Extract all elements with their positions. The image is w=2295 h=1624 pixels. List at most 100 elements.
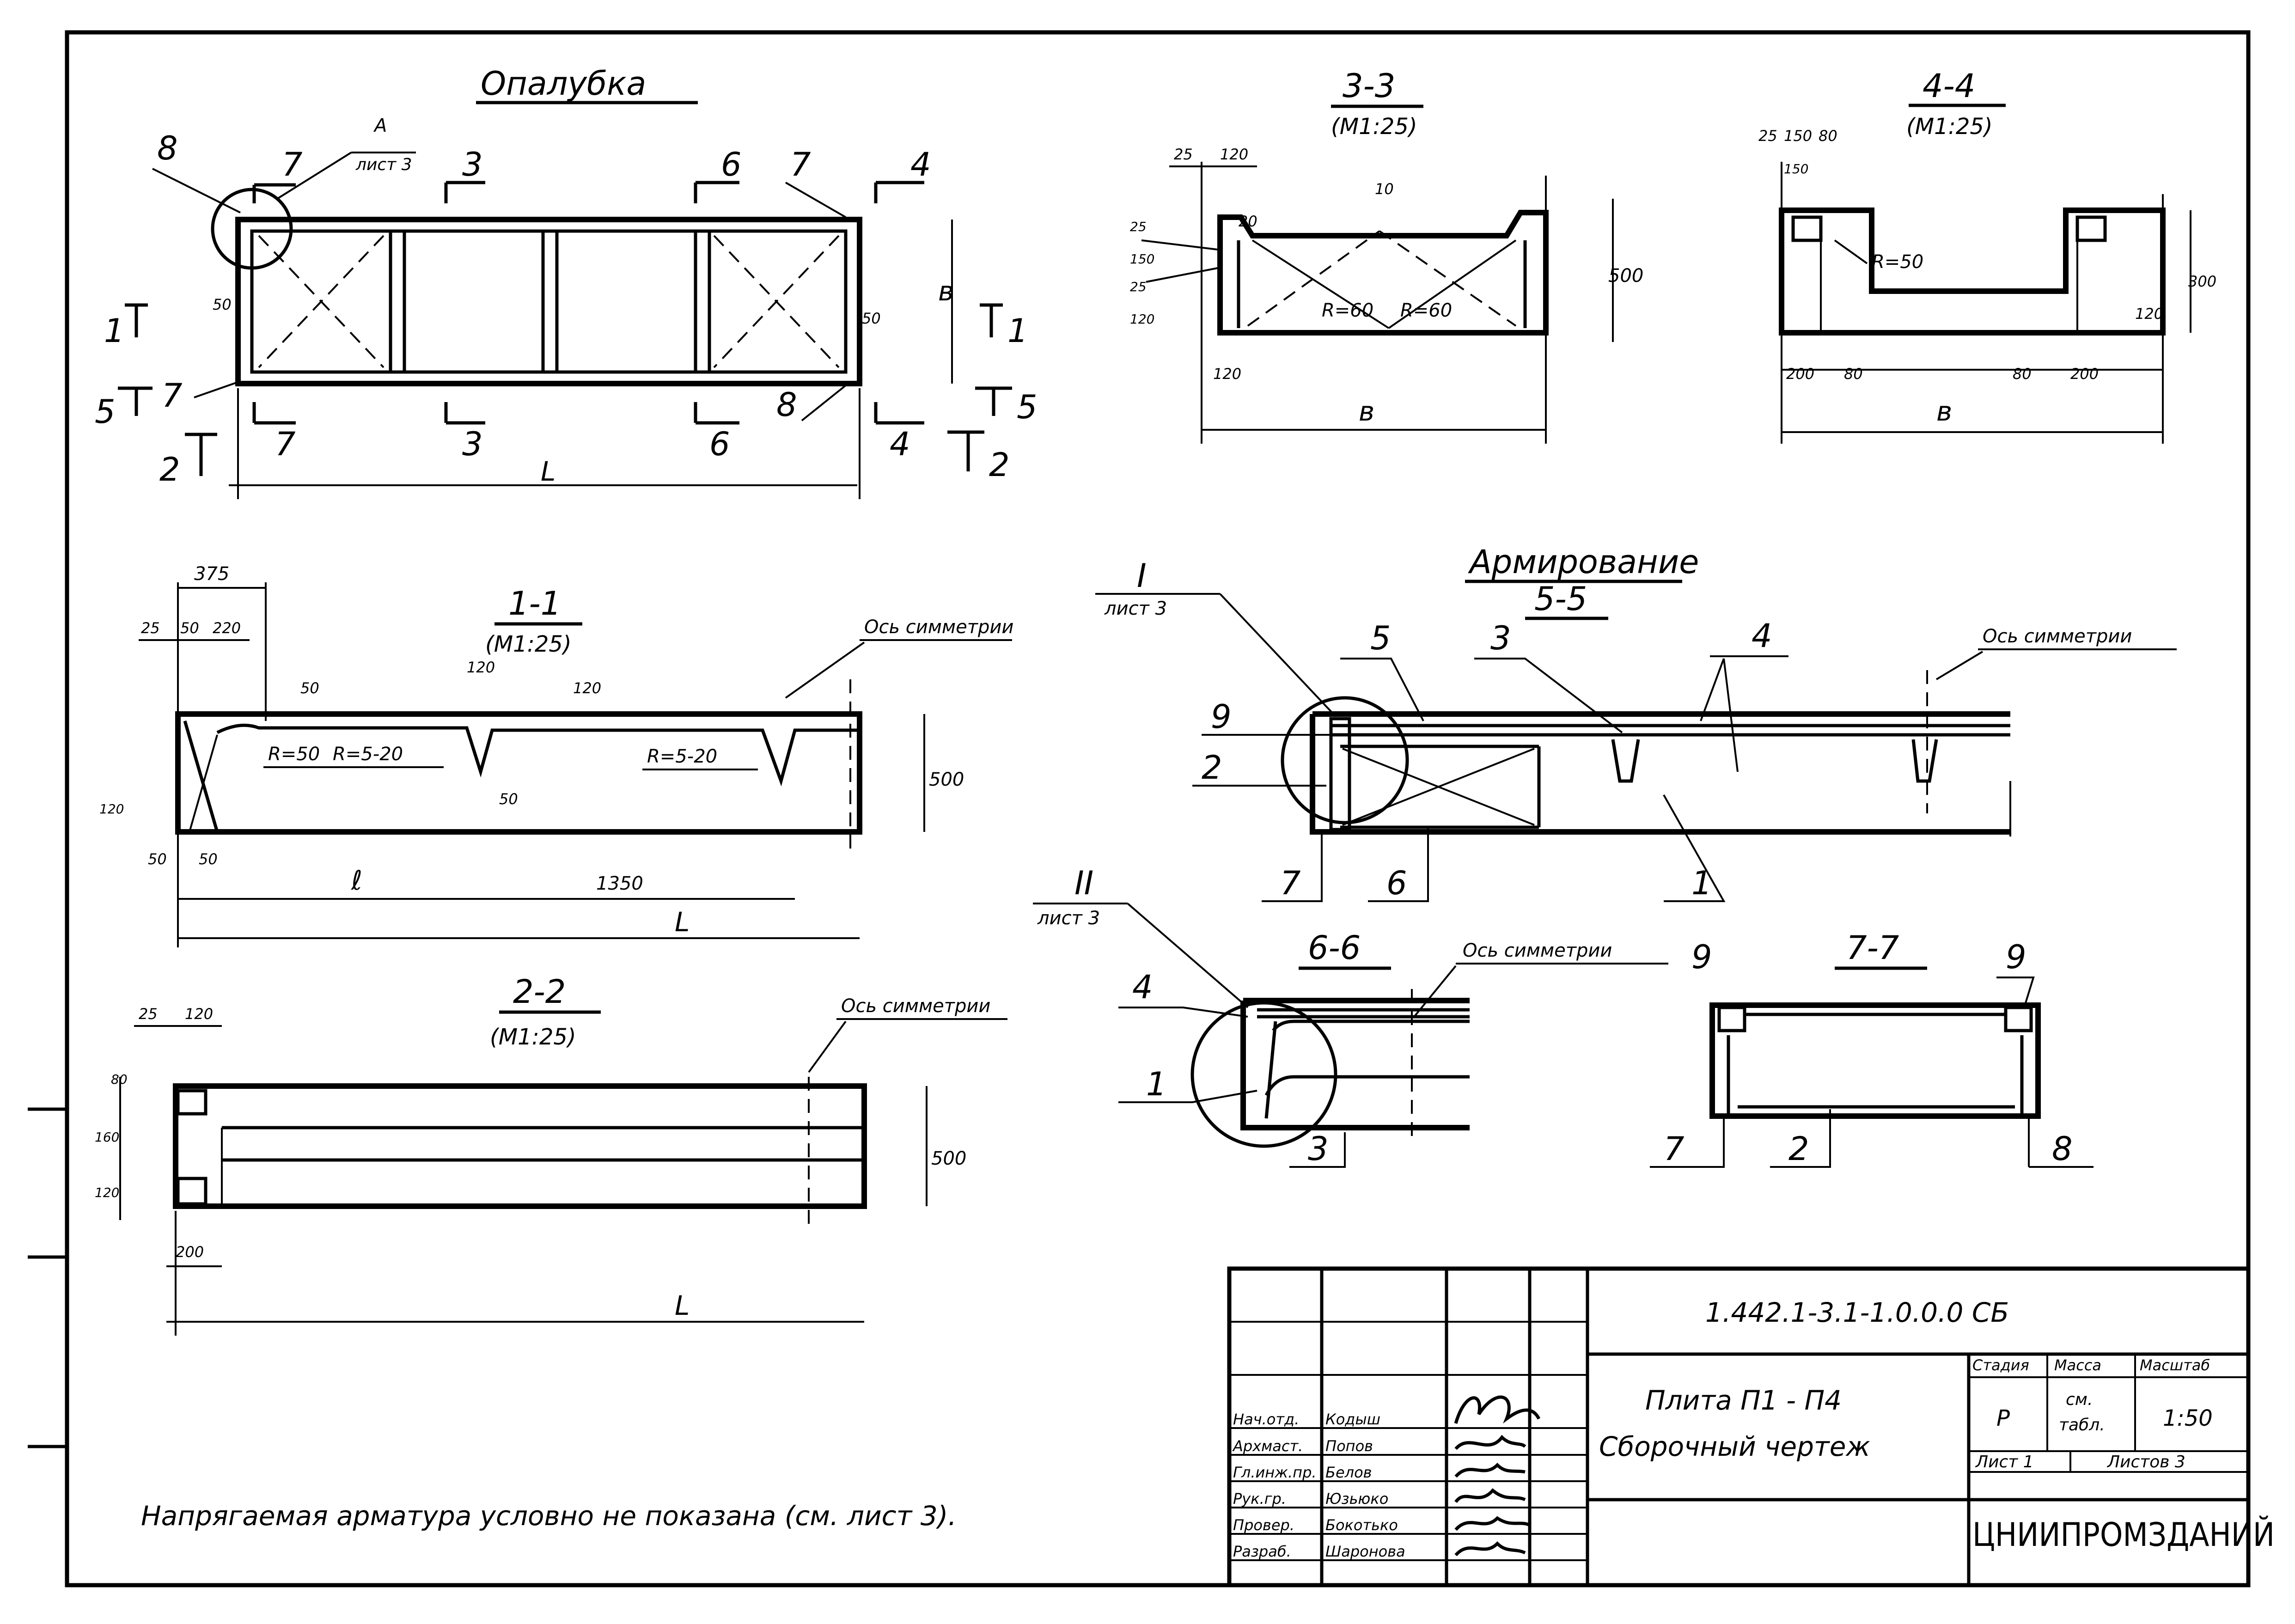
s44-dim-80a: 80 xyxy=(1844,365,1863,383)
dim-L-plan: L xyxy=(541,456,555,487)
mass-line1: см. xyxy=(2066,1390,2093,1409)
mark-2-left: 2 xyxy=(159,451,180,488)
scale-value: 1:50 xyxy=(2163,1405,2213,1431)
s22-dim-120: 120 xyxy=(185,1005,213,1023)
s77-mark-2: 2 xyxy=(1788,1130,1809,1168)
s44-dim-200b: 200 xyxy=(2070,365,2099,383)
s44-dim-b: в xyxy=(1936,396,1952,427)
s33-dim-120: 120 xyxy=(1220,146,1248,163)
s44-dim-150b: 150 xyxy=(1784,161,1808,177)
signer-name-3: Белов xyxy=(1325,1464,1372,1481)
arm-mark-3: 3 xyxy=(1490,619,1511,657)
s33-dim-120b: 120 xyxy=(1130,311,1154,327)
s77-title: 7-7 xyxy=(1846,929,1899,967)
title-block: 1.442.1-3.1-1.0.0.0 СБ Плита П1 - П4 Сбо… xyxy=(1227,1266,2275,1587)
s66-axis: Ось симметрии xyxy=(1463,940,1612,961)
s11-dim-120a: 120 xyxy=(467,659,495,676)
arm-axis: Ось симметрии xyxy=(1983,626,2132,647)
stamp-code: 1.442.1-3.1-1.0.0.0 СБ xyxy=(1705,1297,2009,1328)
s11-dim-L: L xyxy=(675,906,690,938)
mark-3-bottom: 3 xyxy=(462,425,483,463)
signature-scribbles xyxy=(1454,1395,1541,1557)
s66-mark-1: 1 xyxy=(1146,1065,1167,1103)
mark-7-top: 7 xyxy=(282,146,303,183)
s11-r5-20b: R=5-20 xyxy=(647,746,717,767)
s33-dim-20: 20 xyxy=(1239,213,1257,230)
s66-mark-4: 4 xyxy=(1132,968,1153,1006)
sheet-frame xyxy=(65,30,2251,1587)
s33-dim-25c: 25 xyxy=(1130,279,1147,294)
s33-dim-25b: 25 xyxy=(1130,219,1147,234)
s77-mark-7: 7 xyxy=(1664,1130,1685,1168)
s22-dim-500: 500 xyxy=(931,1148,966,1169)
s44-dim-120: 120 xyxy=(2135,305,2163,323)
s11-dim-50: 50 xyxy=(180,619,199,637)
s44-dim-200: 200 xyxy=(1786,365,1814,383)
section-4-4: 4-4 (М1:25) 25 150 80 150 R=50 200 80 80… xyxy=(1758,67,2216,444)
stage-value: Р xyxy=(1996,1405,2010,1431)
s22-dim-80: 80 xyxy=(111,1072,128,1087)
s11-dim-1350: 1350 xyxy=(596,873,643,894)
s33-dim-150: 150 xyxy=(1130,251,1154,267)
mark-8-bottom: 8 xyxy=(776,386,797,424)
s44-dim-300: 300 xyxy=(2188,273,2216,290)
mark-6-bottom: 6 xyxy=(709,425,730,463)
s44-dim-80: 80 xyxy=(1819,127,1837,145)
section-6-6: 6-6 Ось симметрии II лист 3 9 4 1 3 xyxy=(1033,864,1712,1168)
s11-dim-500: 500 xyxy=(929,769,964,790)
mark-7-bottom: 7 xyxy=(275,425,296,463)
s11-dim-50d: 50 xyxy=(199,850,218,868)
arm-mark-7: 7 xyxy=(1280,864,1301,902)
s11-dim-l: ℓ xyxy=(351,865,362,896)
callout-a-label: А xyxy=(373,115,387,136)
mark-6-top: 6 xyxy=(721,146,742,183)
callout-a-sheet: лист 3 xyxy=(355,155,412,174)
hdr-mass: Масса xyxy=(2054,1356,2101,1374)
s11-axis: Ось симметрии xyxy=(864,617,1013,638)
s33-r60b: R=60 xyxy=(1400,300,1452,321)
title-line1: Плита П1 - П4 xyxy=(1645,1385,1842,1416)
s11-dim-25: 25 xyxy=(141,619,160,637)
s33-r60a: R=60 xyxy=(1322,300,1373,321)
s22-scale: (М1:25) xyxy=(490,1024,576,1050)
section-2-2: 2-2 (М1:25) Ось симметрии 25 120 80 160 … xyxy=(95,973,1007,1336)
s33-dim-10: 10 xyxy=(1375,180,1394,198)
s22-dim-160: 160 xyxy=(95,1129,119,1145)
sheet-no: Лист 1 xyxy=(1975,1453,2034,1471)
s22-dim-120b: 120 xyxy=(95,1185,119,1200)
s11-dim-220: 220 xyxy=(213,619,241,637)
s33-scale: (М1:25) xyxy=(1331,114,1417,140)
hdr-stage: Стадия xyxy=(1972,1356,2029,1374)
arm-mark-2: 2 xyxy=(1202,749,1222,787)
mark-8-top: 8 xyxy=(157,129,178,167)
arm-callout-1: I xyxy=(1137,557,1147,595)
s66-mark-3: 3 xyxy=(1308,1130,1329,1168)
s77-mark-8: 8 xyxy=(2052,1130,2073,1168)
signer-name-2: Попов xyxy=(1325,1437,1373,1455)
org-name: ЦНИИПРОМЗДАНИЙ xyxy=(1972,1516,2275,1554)
s33-dim-120c: 120 xyxy=(1213,365,1241,383)
section-7-7: 7-7 9 7 2 8 xyxy=(1650,929,2094,1168)
s33-dim-500: 500 xyxy=(1608,265,1643,287)
s11-dim-50b: 50 xyxy=(499,790,518,808)
section-1-1: 1-1 (М1:25) Ось симметрии 375 25 50 220 … xyxy=(99,563,1013,947)
mark-1-left: 1 xyxy=(104,312,125,350)
s11-dim-50c: 50 xyxy=(148,850,167,868)
formwork-plan: Опалубка А лист 3 8 7 3 6 7 4 1 1 xyxy=(95,65,1038,499)
mark-7-top-right: 7 xyxy=(790,146,811,183)
s11-dim-120c: 120 xyxy=(99,801,124,817)
formwork-title: Опалубка xyxy=(481,65,646,103)
s33-title: 3-3 xyxy=(1343,67,1395,105)
sheets-total: Листов 3 xyxy=(2106,1453,2185,1471)
s22-dim-25: 25 xyxy=(139,1005,158,1023)
s44-title: 4-4 xyxy=(1923,67,1975,105)
s11-dim-375: 375 xyxy=(194,563,229,585)
s11-title: 1-1 xyxy=(508,585,561,623)
s44-scale: (М1:25) xyxy=(1906,114,1993,140)
title-line2: Сборочный чертеж xyxy=(1599,1431,1870,1462)
mark-4-bottom: 4 xyxy=(890,425,910,463)
s33-dim-b: в xyxy=(1359,396,1374,427)
s66-callout-2: II xyxy=(1074,864,1093,902)
signer-name-4: Юзьюко xyxy=(1325,1490,1388,1508)
